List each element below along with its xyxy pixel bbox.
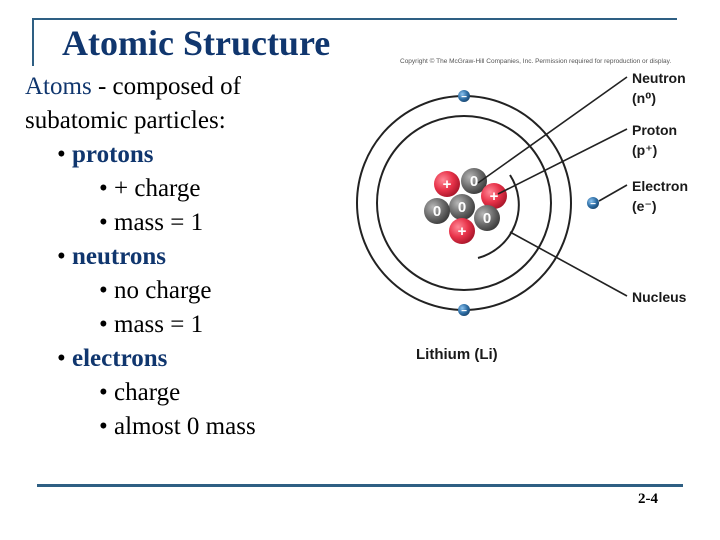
- bullet-glyph: •: [57, 243, 66, 270]
- sub-bullet-text: + charge: [114, 175, 201, 202]
- proton-label: Proton (p⁺): [632, 120, 677, 160]
- bullet-electrons: • electrons: [25, 342, 365, 376]
- bullet-glyph: •: [99, 277, 108, 304]
- footer-rule: [37, 484, 683, 487]
- electron-particle: [458, 90, 470, 102]
- electron-leader-line: [598, 184, 628, 202]
- sub-bullet: • no charge: [25, 274, 365, 308]
- sub-bullet-text: no charge: [114, 277, 212, 304]
- proton-label-text: Proton: [632, 122, 678, 138]
- bullet-glyph: •: [57, 345, 66, 372]
- bullet-glyph: •: [99, 209, 108, 236]
- neutron-mark: 0: [470, 173, 478, 190]
- sub-bullet: • almost 0 mass: [25, 410, 365, 444]
- intro-rest: - composed of: [91, 73, 241, 100]
- proton-symbol: (p⁺): [632, 142, 658, 158]
- proton-particle: [481, 183, 507, 209]
- electron-symbol: (e⁻): [632, 198, 657, 214]
- proton-particle: [449, 218, 475, 244]
- neutron-mark: 0: [458, 199, 466, 216]
- proton-leader-line: [497, 128, 628, 195]
- sub-bullet: • charge: [25, 376, 365, 410]
- title-frame-top-rule: [32, 18, 677, 20]
- diagram-caption: Lithium (Li): [416, 346, 498, 363]
- title-frame-left-rule: [32, 18, 34, 66]
- neutron-label-text: Neutron: [632, 70, 686, 86]
- nucleus-leader-line: [509, 231, 628, 297]
- sub-bullet: • mass = 1: [25, 308, 365, 342]
- sub-bullet-text: charge: [114, 379, 181, 406]
- nucleus: [424, 168, 507, 244]
- bullet-glyph: •: [99, 413, 108, 440]
- neutron-particle: [461, 168, 487, 194]
- electron-mark: −: [461, 306, 467, 317]
- bullet-glyph: •: [99, 311, 108, 338]
- page-number: 2-4: [638, 491, 658, 507]
- sub-bullet-text: almost 0 mass: [114, 413, 256, 440]
- bullet-neutrons: • neutrons: [25, 240, 365, 274]
- slide-title: Atomic Structure: [62, 23, 331, 63]
- electron-particle: [587, 197, 599, 209]
- bullet-glyph: •: [99, 379, 108, 406]
- intro-term: Atoms: [25, 73, 92, 100]
- bullet-glyph: •: [99, 175, 108, 202]
- bullet-glyph: •: [57, 141, 66, 168]
- slide-body: Atoms - composed of subatomic particles:…: [25, 70, 365, 444]
- electron-particle: [458, 304, 470, 316]
- nucleus-label-text: Nucleus: [632, 289, 687, 305]
- neutron-symbol: (n⁰): [632, 90, 657, 106]
- nucleus-label: Nucleus: [632, 287, 686, 307]
- electron-mark: −: [590, 199, 596, 210]
- sub-bullet-text: mass = 1: [114, 209, 204, 236]
- neutron-leader-line: [477, 76, 628, 184]
- neutron-particle: [449, 194, 475, 220]
- electron-label-text: Electron: [632, 178, 689, 194]
- inner-orbit: [376, 115, 552, 291]
- proton-mark: +: [443, 176, 452, 193]
- neutron-mark: 0: [433, 203, 441, 220]
- neutron-particle: [424, 198, 450, 224]
- electron-mark: −: [461, 92, 467, 103]
- intro-line: Atoms - composed of: [25, 70, 365, 104]
- nucleus-bracket: [477, 174, 520, 259]
- diagram-copyright: Copyright © The McGraw-Hill Companies, I…: [400, 58, 672, 65]
- neutron-particle: [474, 205, 500, 231]
- neutron-mark: 0: [483, 210, 491, 227]
- neutron-label: Neutron (n⁰): [632, 68, 686, 108]
- proton-particle: [434, 171, 460, 197]
- bullet-label: electrons: [72, 345, 168, 372]
- proton-mark: +: [490, 188, 499, 205]
- bullet-label: neutrons: [72, 243, 167, 270]
- sub-bullet: • + charge: [25, 172, 365, 206]
- bullet-label: protons: [72, 141, 154, 168]
- bullet-protons: • protons: [25, 138, 365, 172]
- electron-label: Electron (e⁻): [632, 176, 688, 216]
- proton-mark: +: [458, 223, 467, 240]
- sub-bullet: • mass = 1: [25, 206, 365, 240]
- sub-bullet-text: mass = 1: [114, 311, 204, 338]
- intro-line-2: subatomic particles:: [25, 107, 226, 134]
